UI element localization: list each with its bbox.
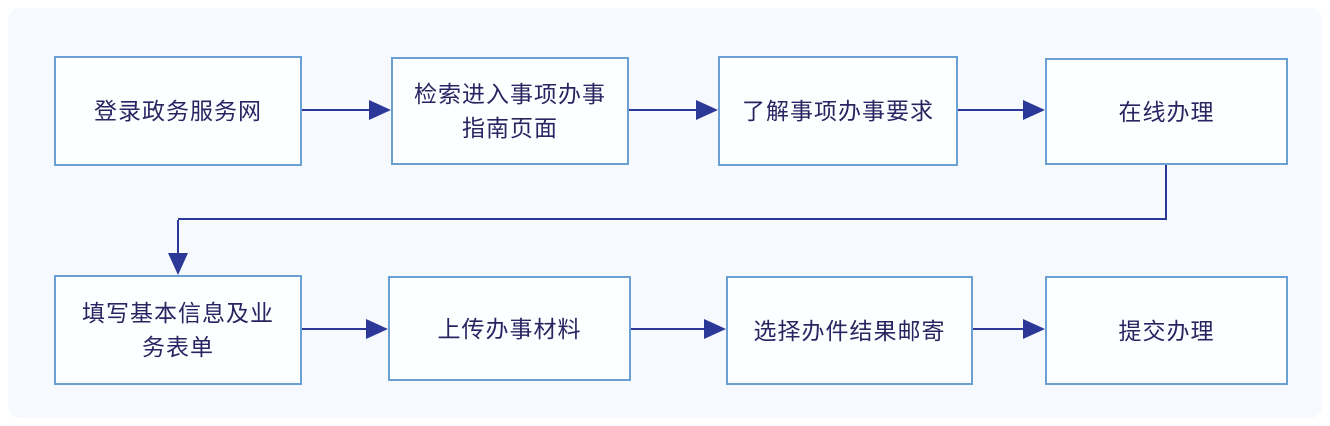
arrow-step7-step8-line [973,328,1024,330]
flow-node-search-guide-page: 检索进入事项办事指南页面 [391,57,629,165]
arrow-step2-step3-line [629,109,697,111]
arrow-step5-step6-head-icon [366,319,388,339]
flow-node-upload-materials: 上传办事材料 [388,276,631,381]
arrow-step4-step5-drop-segment [177,220,179,255]
flow-node-online-handling: 在线办理 [1045,58,1288,165]
flow-node-label: 上传办事材料 [437,315,582,342]
arrow-step4-step5-vertical-segment [1165,165,1167,220]
flow-node-label: 填写基本信息及业务表单 [82,300,274,360]
arrow-step2-step3-head-icon [696,100,718,120]
arrow-step3-step4-line [958,109,1024,111]
flow-node-label: 检索进入事项办事指南页面 [414,81,606,141]
arrow-step6-step7-head-icon [704,319,726,339]
flowchart-canvas: 登录政务服务网 检索进入事项办事指南页面 了解事项办事要求 在线办理 填写基本信… [8,8,1322,418]
arrow-step4-step5-head-icon [168,253,188,275]
arrow-step1-step2-head-icon [369,100,391,120]
arrow-step4-step5-horizontal-segment [178,218,1167,220]
flow-node-submit: 提交办理 [1045,276,1288,385]
flow-node-choose-result-mailing: 选择办件结果邮寄 [726,276,973,385]
arrow-step3-step4-head-icon [1023,100,1045,120]
flow-node-label: 登录政务服务网 [94,98,262,124]
flow-node-label: 提交办理 [1118,317,1215,344]
flow-node-label: 在线办理 [1118,98,1215,125]
arrow-step6-step7-line [631,328,705,330]
flow-node-label: 选择办件结果邮寄 [753,317,946,344]
flow-node-understand-requirements: 了解事项办事要求 [718,56,958,166]
flow-node-fill-basic-info-form: 填写基本信息及业务表单 [54,275,302,385]
flow-node-login-portal: 登录政务服务网 [54,56,302,166]
arrow-step7-step8-head-icon [1023,319,1045,339]
flow-node-label: 了解事项办事要求 [742,98,934,124]
arrow-step5-step6-line [302,328,367,330]
arrow-step1-step2-line [302,109,370,111]
